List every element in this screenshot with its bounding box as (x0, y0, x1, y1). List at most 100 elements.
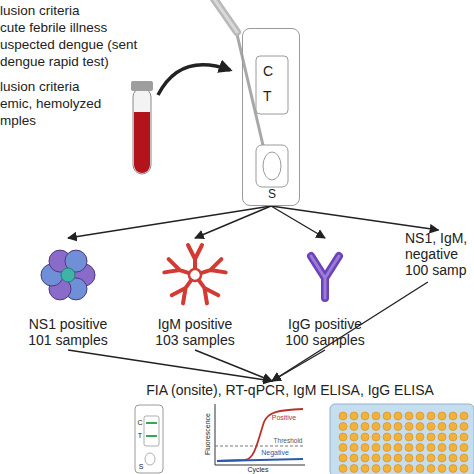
flow-arrow (272, 350, 325, 381)
elisa-plate-part (350, 423, 358, 431)
elisa-plate-part (416, 465, 424, 473)
pipette-part (212, 0, 237, 32)
elisa-plate-part (350, 454, 358, 462)
igm-antibody-icon (164, 245, 225, 303)
elisa-plate-part (405, 444, 413, 452)
elisa-plate-part (460, 444, 468, 452)
igg-antibody-icon-part (311, 256, 339, 298)
elisa-plate-part (438, 465, 446, 473)
elisa-plate-part (438, 412, 446, 420)
elisa-plate-part (449, 433, 457, 441)
criteria-text: dengue rapid test) (0, 54, 109, 70)
flow-arrow (68, 206, 271, 238)
elisa-plate-part (405, 423, 413, 431)
elisa-plate-part (361, 433, 369, 441)
elisa-plate-part (449, 423, 457, 431)
elisa-plate-part (427, 412, 435, 420)
figure-label: C (137, 419, 142, 427)
elisa-plate-part (383, 412, 391, 420)
elisa-plate-part (394, 444, 402, 452)
igg-antibody-icon (311, 256, 339, 298)
elisa-plate-part (394, 465, 402, 473)
elisa-plate-part (405, 433, 413, 441)
elisa-plate-part (416, 412, 424, 420)
sample-group: IgG positive 100 samples (275, 238, 375, 350)
elisa-plate-part (416, 433, 424, 441)
node-text: S (268, 188, 276, 202)
elisa-plate-part (350, 412, 358, 420)
pcr-chart-part (215, 404, 216, 465)
small-cassette-part (144, 416, 159, 446)
elisa-plate-part (394, 412, 402, 420)
node-text: NS1, IgM, negative 100 samp (405, 230, 473, 278)
elisa-plate-part (339, 433, 347, 441)
test-cassette: CTS (242, 28, 300, 206)
figure-label: T (138, 432, 142, 440)
flow-arrow (195, 350, 272, 381)
node-text: IgM positive 103 samples (148, 316, 242, 348)
elisa-plate-part (361, 412, 369, 420)
sample-group: NS1, IgM, negative 100 samp (403, 230, 474, 282)
elisa-plate-part (394, 433, 402, 441)
sample-group: IgM positive 103 samples (145, 238, 245, 350)
blood-tube (131, 81, 153, 174)
elisa-plate-part (416, 454, 424, 462)
elisa-plate-part (361, 423, 369, 431)
criteria-text: lusion criteria (0, 79, 80, 95)
criteria-text: emic, hemolyzed (0, 96, 101, 112)
elisa-plate-part (438, 444, 446, 452)
figure-label: Threshold (274, 437, 303, 444)
flow-arrow (272, 282, 428, 381)
elisa-plate-part (339, 423, 347, 431)
igm-antibody-icon-part (199, 259, 225, 279)
elisa-plate-part (427, 433, 435, 441)
elisa-plate-part (372, 454, 380, 462)
blood-tube-part (131, 81, 153, 91)
elisa-plate-part (361, 444, 369, 452)
elisa-plate-part (416, 444, 424, 452)
igg-antibody-icon-part (311, 256, 339, 298)
igm-antibody-icon-part-part (199, 259, 225, 279)
blood-tube-part (134, 112, 150, 173)
elisa-plate-part (405, 412, 413, 420)
ns1-protein-icon-part (61, 268, 75, 282)
transfer-arrow (158, 65, 230, 95)
elisa-plate-part (427, 465, 435, 473)
pcr-chart-part (217, 409, 303, 461)
figure-label: Cycles (247, 466, 268, 474)
node-text: T (263, 88, 272, 104)
elisa-plate-part (339, 465, 347, 473)
small-cassette-part (146, 435, 157, 437)
pcr-chart (215, 404, 305, 465)
ns1-protein-icon (41, 250, 95, 300)
elisa-plate-part (383, 444, 391, 452)
elisa-plate-part (383, 433, 391, 441)
elisa-plate-part (438, 454, 446, 462)
node-text: FIA (onsite), RT-qPCR, IgM ELISA, IgG EL… (120, 382, 460, 398)
elisa-plate-part (372, 444, 380, 452)
flow-arrow (68, 350, 272, 381)
small-cassette-part (135, 405, 163, 473)
small-cassette-part (145, 453, 155, 465)
small-cassette (135, 405, 163, 473)
elisa-plate-part (350, 444, 358, 452)
elisa-plate-part (372, 423, 380, 431)
elisa-plate-part (339, 412, 347, 420)
node-text: NS1 positive 101 samples (21, 316, 115, 348)
node-text: IgG positive 100 samples (278, 316, 372, 348)
igm-antibody-icon-part-part (164, 259, 190, 279)
elisa-plate-part (361, 454, 369, 462)
criteria-text: lusion criteria (0, 3, 80, 19)
flow-arrow (271, 206, 325, 238)
elisa-plate-part (372, 433, 380, 441)
flow-arrow (271, 206, 439, 230)
figure-label: Fluorescence (204, 413, 212, 455)
elisa-plate-part (427, 423, 435, 431)
cassette-window-part (256, 145, 288, 187)
elisa-plate-part (449, 454, 457, 462)
figure-label: Positive (272, 414, 297, 422)
elisa-plate-part (460, 423, 468, 431)
elisa-plate-part (438, 433, 446, 441)
